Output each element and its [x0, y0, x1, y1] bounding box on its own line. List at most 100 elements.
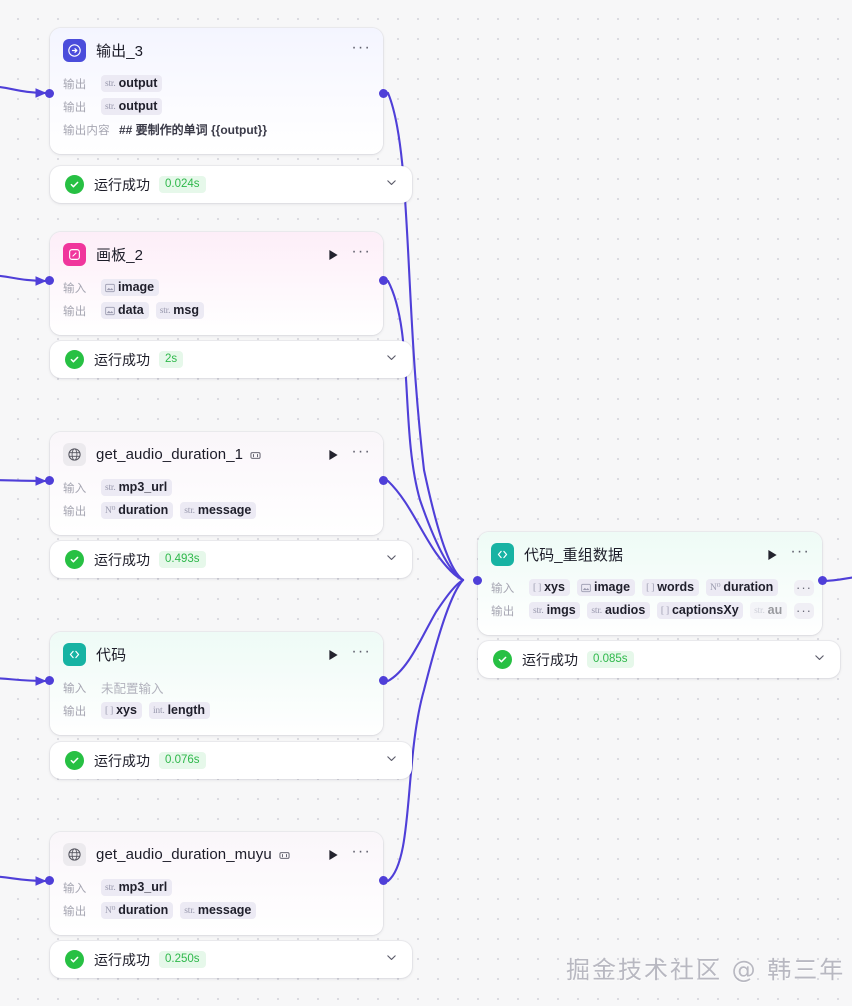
- output-port[interactable]: [379, 89, 388, 98]
- status-text: 运行成功: [94, 176, 150, 193]
- output-port[interactable]: [818, 576, 827, 585]
- port-row: 输出内容 ## 要制作的单词 {{output}}: [63, 118, 371, 141]
- port-chip[interactable]: image: [576, 579, 636, 596]
- port-chip[interactable]: int.length: [148, 702, 211, 719]
- port-type: str.: [105, 882, 116, 893]
- port-row: 输入 image: [63, 276, 371, 299]
- port-chip[interactable]: [ ]captionsXy: [656, 602, 744, 619]
- node-more-button[interactable]: ···: [790, 542, 810, 560]
- port-chip[interactable]: str.message: [180, 502, 257, 519]
- chevron-down-icon[interactable]: [385, 351, 398, 369]
- chevron-down-icon[interactable]: [385, 752, 398, 770]
- output-port[interactable]: [379, 276, 388, 285]
- input-port[interactable]: [45, 676, 54, 685]
- node-canvas-2[interactable]: 画板_2 ··· 输入 image 输出 data str.msg: [45, 232, 388, 335]
- status-bar-code[interactable]: 运行成功 0.076s: [50, 742, 412, 779]
- port-name: message: [197, 503, 252, 517]
- node-output-3[interactable]: 输出_3 ··· 输出 str.output 输出 str.output 输出内…: [45, 28, 388, 154]
- status-bar-canvas-2[interactable]: 运行成功 2s: [50, 341, 412, 378]
- chevron-down-icon[interactable]: [385, 551, 398, 569]
- port-chip[interactable]: str.imgs: [529, 602, 581, 619]
- node-more-button[interactable]: ···: [351, 38, 371, 56]
- port-row-label: 输入: [63, 482, 87, 495]
- output-port[interactable]: [379, 476, 388, 485]
- status-duration: 0.250s: [159, 951, 206, 968]
- port-chip[interactable]: data: [101, 302, 149, 319]
- input-port[interactable]: [473, 576, 482, 585]
- node-more-button[interactable]: ···: [351, 842, 371, 860]
- port-chip[interactable]: image: [101, 279, 160, 296]
- port-row-label: 输入: [63, 282, 87, 295]
- port-chip[interactable]: str.au: [750, 602, 787, 619]
- port-type: [ ]: [646, 582, 655, 593]
- port-row: 输出 data str.msg: [63, 299, 371, 322]
- port-chip[interactable]: str.message: [180, 902, 257, 919]
- watermark-text: 掘金技术社区 @ 韩三年: [566, 956, 846, 984]
- run-node-button[interactable]: [766, 548, 778, 561]
- input-port[interactable]: [45, 276, 54, 285]
- port-row: 输出 str.output: [63, 95, 371, 118]
- input-port[interactable]: [45, 876, 54, 885]
- success-check-icon: [65, 550, 84, 569]
- chevron-down-icon[interactable]: [813, 651, 826, 669]
- success-check-icon: [65, 751, 84, 770]
- node-get-audio-duration-1[interactable]: get_audio_duration_1 ··· 输入 str.mp3_url …: [45, 432, 388, 535]
- input-port[interactable]: [45, 476, 54, 485]
- port-row-label: 输入: [63, 882, 87, 895]
- port-type: str.: [754, 605, 765, 616]
- node-header: 画板_2 ···: [50, 232, 383, 274]
- node-header-actions: ···: [756, 542, 810, 561]
- plugin-globe-icon: [63, 443, 86, 466]
- node-header-actions: ···: [317, 642, 371, 661]
- port-name: duration: [723, 580, 774, 594]
- input-port[interactable]: [45, 89, 54, 98]
- port-type: str.: [533, 605, 544, 616]
- node-more-button[interactable]: ···: [351, 442, 371, 460]
- port-chip[interactable]: str.mp3_url: [101, 879, 173, 896]
- output-port[interactable]: [379, 876, 388, 885]
- status-text: 运行成功: [94, 351, 150, 368]
- node-get-audio-duration-muyu[interactable]: get_audio_duration_muyu ··· 输入 str.mp3_u…: [45, 832, 388, 935]
- port-type: int.: [152, 705, 165, 716]
- port-chip[interactable]: str.output: [101, 75, 163, 92]
- port-type: [ ]: [660, 605, 669, 616]
- image-type-icon: [581, 583, 591, 593]
- chevron-down-icon[interactable]: [385, 176, 398, 194]
- node-header: get_audio_duration_muyu ···: [50, 832, 383, 874]
- port-chip[interactable]: str.audios: [587, 602, 650, 619]
- status-bar-get-audio-duration-muyu[interactable]: 运行成功 0.250s: [50, 941, 412, 978]
- node-header-actions: ···: [317, 842, 371, 861]
- status-bar-output-3[interactable]: 运行成功 0.024s: [50, 166, 412, 203]
- port-chip[interactable]: [ ]words: [642, 579, 700, 596]
- port-chip[interactable]: str.mp3_url: [101, 479, 173, 496]
- port-chip[interactable]: [ ]xys: [101, 702, 142, 719]
- port-row-overflow-button[interactable]: ···: [794, 579, 814, 596]
- output-port[interactable]: [379, 676, 388, 685]
- status-bar-get-audio-duration-1[interactable]: 运行成功 0.493s: [50, 541, 412, 578]
- run-node-button[interactable]: [327, 448, 339, 461]
- port-name: message: [197, 903, 252, 917]
- node-more-button[interactable]: ···: [351, 242, 371, 260]
- port-chip[interactable]: [ ]xys: [529, 579, 570, 596]
- status-bar-code-regroup-data[interactable]: 运行成功 0.085s: [478, 641, 840, 678]
- node-more-button[interactable]: ···: [351, 642, 371, 660]
- run-node-button[interactable]: [327, 648, 339, 661]
- node-title: 代码_重组数据: [524, 547, 624, 564]
- port-type: N⁰: [105, 906, 116, 916]
- port-chip[interactable]: str.msg: [155, 302, 204, 319]
- node-title-text: get_audio_duration_muyu: [96, 846, 272, 863]
- port-row-label: 输出: [491, 605, 515, 618]
- node-code[interactable]: 代码 ··· 输入 未配置输入 输出 [ ]xys int.length: [45, 632, 388, 735]
- port-row-overflow-button[interactable]: ···: [794, 602, 814, 619]
- run-node-button[interactable]: [327, 248, 339, 261]
- chevron-down-icon[interactable]: [385, 951, 398, 969]
- port-chip[interactable]: str.output: [101, 98, 163, 115]
- run-node-button[interactable]: [327, 848, 339, 861]
